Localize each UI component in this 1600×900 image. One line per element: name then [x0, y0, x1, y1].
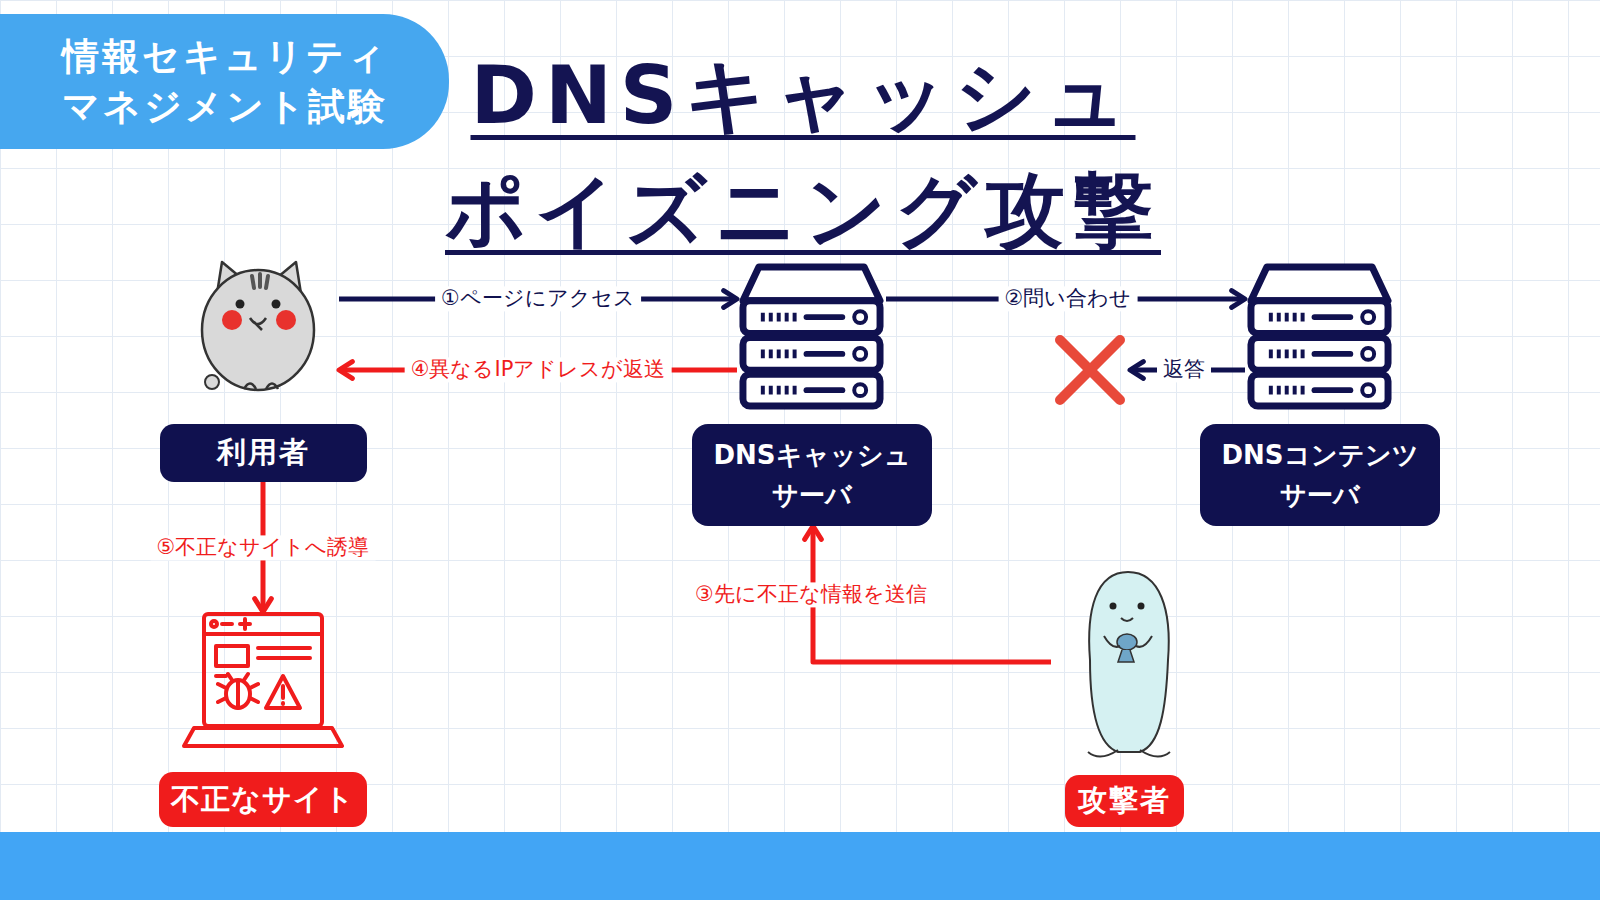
window-pane — [216, 646, 248, 666]
warning-mark — [281, 686, 285, 704]
cat-cheek — [276, 310, 296, 330]
edge-label: ③先に不正な情報を送信 — [689, 582, 933, 607]
cat-body — [202, 270, 314, 390]
cache-server-node: DNSキャッシュ サーバ — [737, 261, 886, 526]
diagram-title: DNSキャッシュ ポイズニング攻撃 — [403, 38, 1203, 268]
malicious-site-node: 不正なサイト — [184, 612, 342, 827]
footer-band — [0, 832, 1600, 900]
cache-server-icon — [743, 267, 880, 406]
node-label-box: 利用者 — [160, 424, 367, 482]
fish-tail — [1118, 650, 1134, 662]
node-text: DNSキャッシュ サーバ — [698, 435, 926, 516]
seal-eye — [1110, 603, 1117, 610]
edge-label: ④異なるIPアドレスが返送 — [405, 357, 672, 382]
node-label-box: 情報セキュリティ マネジメント試験 — [0, 14, 449, 149]
edge-label: ②問い合わせ — [999, 286, 1138, 311]
seal-eye — [1138, 603, 1145, 610]
content-server-icon — [1251, 267, 1388, 406]
cat-feet — [244, 384, 278, 390]
cat-tail — [205, 375, 219, 389]
laptop-base — [184, 728, 342, 746]
content-server-node: DNSコンテンツ サーバ — [1245, 261, 1394, 526]
monitor-frame — [204, 614, 322, 726]
window-dot — [211, 621, 217, 627]
cat-illustration — [202, 262, 314, 390]
node-text: DNSコンテンツ サーバ — [1206, 435, 1434, 516]
bug-legs — [218, 674, 258, 708]
reply-label: 返答 — [1157, 357, 1211, 382]
window-bar — [204, 632, 322, 636]
exam-badge: 情報セキュリティ マネジメント試験 — [0, 14, 449, 149]
node-text: 情報セキュリティ マネジメント試験 — [6, 32, 443, 132]
node-label-box: 不正なサイト — [159, 772, 367, 827]
window-lines — [216, 648, 310, 676]
node-label-box: DNSコンテンツ サーバ — [1200, 424, 1440, 526]
node-label-box: DNSキャッシュ サーバ — [692, 424, 932, 526]
attacker-node: 攻撃者 — [1051, 571, 1184, 827]
seal-illustration — [1088, 572, 1170, 757]
edge-label: ①ページにアクセス — [435, 286, 641, 311]
edge-label: ⑤不正なサイトへ誘導 — [151, 535, 376, 560]
node-text: 攻撃者 — [1078, 782, 1171, 820]
malicious-site-icon — [184, 614, 342, 746]
seal-arms — [1104, 636, 1152, 647]
seal-mouth — [1121, 618, 1133, 621]
seal-flippers — [1088, 750, 1170, 757]
cat-eye — [272, 300, 281, 309]
node-label-box: 攻撃者 — [1065, 775, 1184, 827]
warning-triangle — [266, 676, 300, 708]
cat-eye — [236, 300, 245, 309]
seal-fish — [1117, 634, 1137, 650]
user-node: 利用者 — [199, 263, 339, 482]
blocked-mark — [1060, 340, 1120, 400]
cat-cheek — [222, 310, 242, 330]
seal-body — [1089, 572, 1169, 752]
window-controls — [222, 619, 250, 629]
node-text: 利用者 — [217, 434, 310, 472]
cat-mouth — [250, 318, 266, 330]
cat-stripes — [252, 274, 268, 288]
node-text: 不正なサイト — [171, 781, 355, 819]
